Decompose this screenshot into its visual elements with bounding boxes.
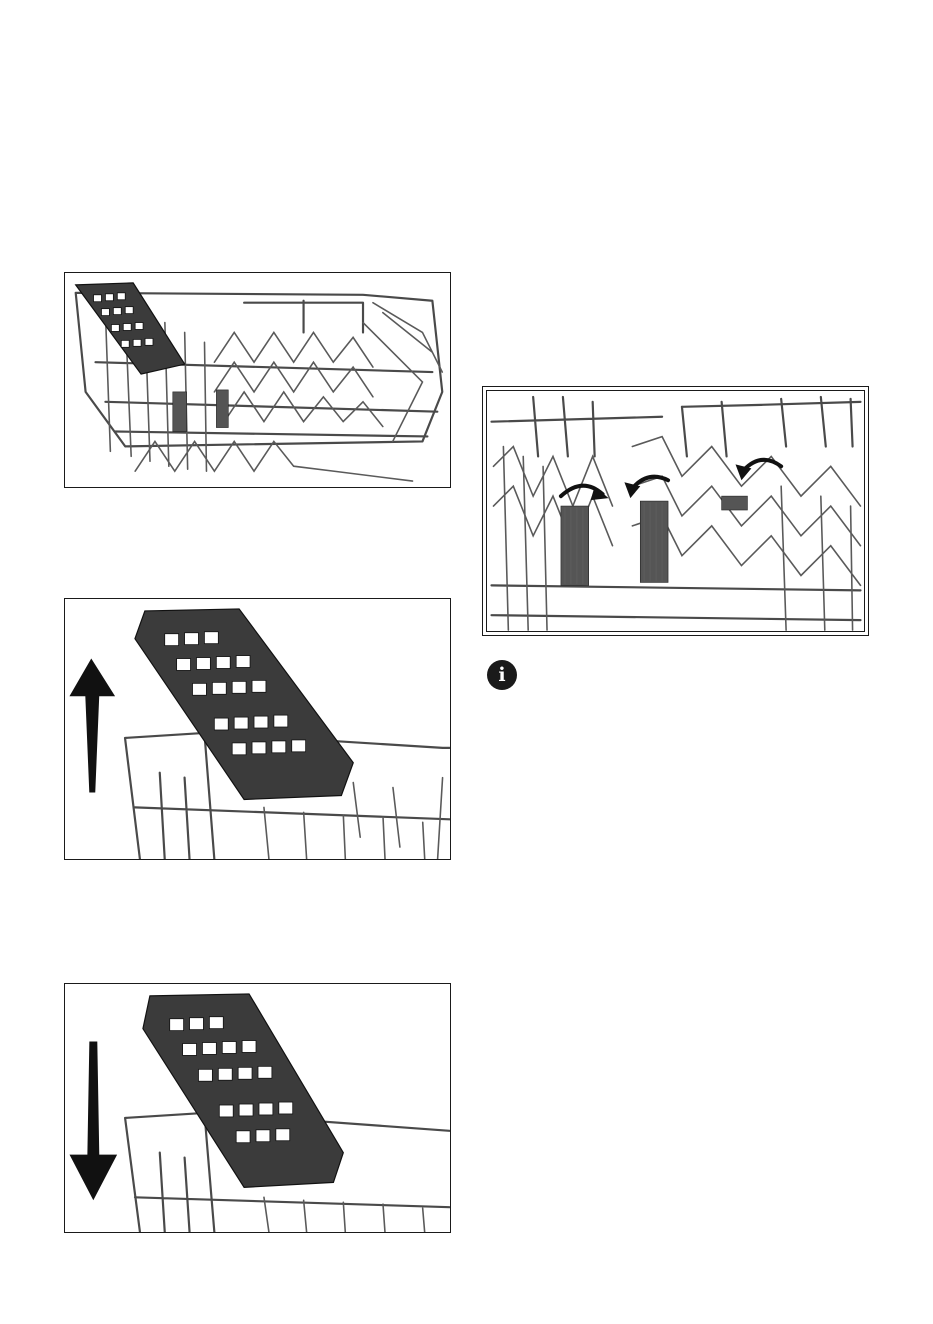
plate-supports-drawing	[483, 387, 868, 635]
info-icon: i	[487, 660, 517, 690]
curved-arrow-left-icon	[561, 486, 609, 500]
illustration-tray-raise	[64, 598, 451, 860]
illustration-plate-supports	[482, 386, 869, 636]
tray-lower-drawing	[65, 984, 450, 1232]
curved-arrow-middle-icon	[624, 477, 668, 498]
tray-raise-drawing	[65, 599, 450, 859]
comb-right	[640, 501, 668, 582]
up-arrow-icon	[69, 659, 115, 793]
comb-left	[561, 506, 589, 585]
illustration-upper-basket	[64, 272, 451, 488]
down-arrow-icon	[70, 1042, 118, 1201]
illustration-tray-lower	[64, 983, 451, 1233]
upper-basket-drawing	[65, 273, 450, 487]
